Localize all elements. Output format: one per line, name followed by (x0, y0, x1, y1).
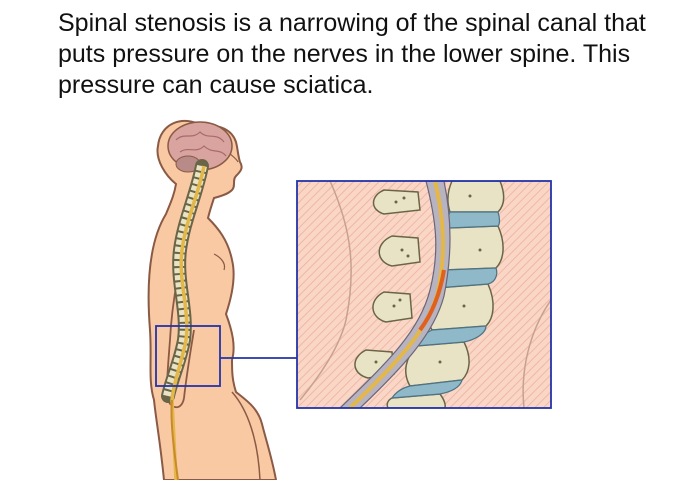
leg-outline (231, 391, 261, 480)
inset-border (296, 180, 552, 409)
disc-1 (446, 211, 501, 229)
chest-line (213, 253, 226, 271)
spine-column-fill (163, 165, 207, 398)
spinous-process-2 (378, 235, 421, 267)
spinal-cord (170, 165, 206, 480)
caption-text: Spinal stenosis is a narrowing of the sp… (58, 9, 646, 99)
lumbar-inset (296, 180, 552, 409)
sciatic-nerve (170, 399, 179, 480)
vertebral-body-1 (447, 181, 505, 213)
nerve-compression-highlight (418, 269, 446, 332)
brain-folds (175, 131, 227, 157)
spinous-process-3 (372, 291, 413, 323)
human-figure (147, 119, 278, 480)
disc-4 (390, 379, 463, 399)
body-silhouette (147, 119, 278, 480)
lower-spine-highlight-box (155, 325, 221, 387)
